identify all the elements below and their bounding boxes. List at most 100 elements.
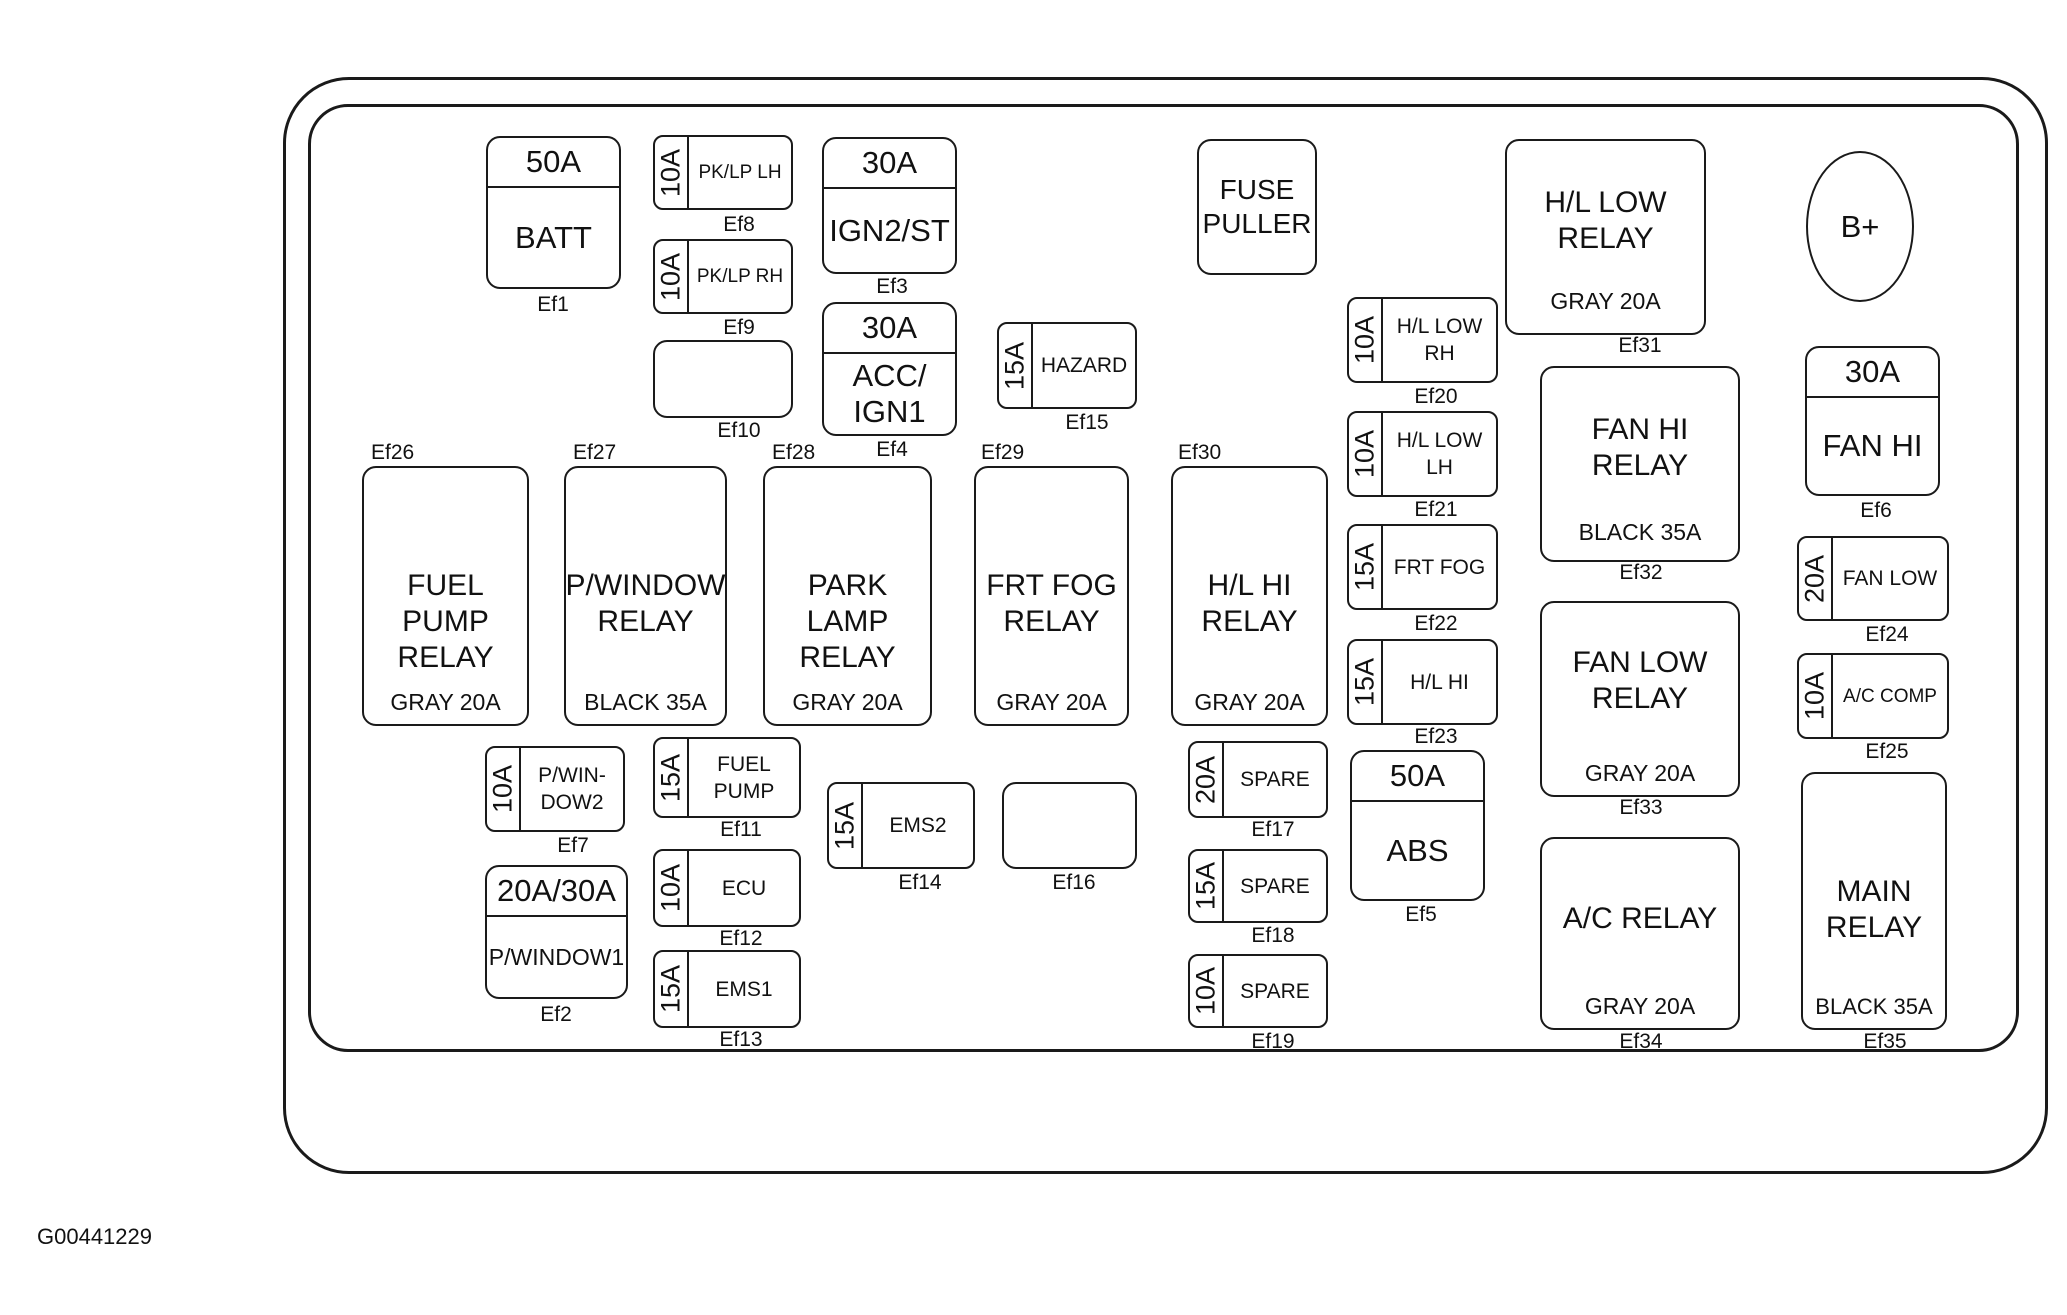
fuse-puller-label: FUSE PULLER — [1202, 174, 1312, 239]
fuse-amperage: 15A — [999, 341, 1030, 390]
fuse-pk-lp-rh: 10A PK/LP RH — [653, 239, 793, 314]
relay-id: Ef33 — [1619, 796, 1663, 819]
fuse-id: Ef19 — [1251, 1030, 1295, 1053]
diagram-id: G00441229 — [37, 1224, 152, 1249]
battery-terminal: B+ — [1806, 151, 1914, 302]
fuse-fan-hi: 30A FAN HI — [1805, 346, 1940, 496]
relay-id: Ef30 — [1178, 441, 1222, 464]
fuse-puller: FUSE PULLER — [1197, 139, 1317, 275]
fuse-id: Ef2 — [540, 1003, 572, 1026]
fuse-hl-hi: 15A H/L HI — [1347, 639, 1498, 725]
fuse-amperage: 15A — [655, 964, 686, 1014]
fuse-amperage: 10A — [1190, 966, 1221, 1016]
fuse-name: PK/LP LH — [698, 162, 782, 183]
fuse-name: H/L LOW LH — [1396, 429, 1483, 479]
fuse-amperage: 30A — [1807, 348, 1938, 398]
fuse-id: Ef7 — [557, 834, 589, 857]
fuse-amperage: 30A — [824, 139, 955, 189]
fuse-fuel-pump: 15A FUEL PUMP — [653, 737, 801, 818]
fuse-amperage: 10A — [487, 764, 518, 814]
fuse-id: Ef14 — [898, 871, 942, 894]
relay-rating: GRAY 20A — [1584, 760, 1696, 786]
fuse-id: Ef18 — [1251, 924, 1295, 947]
fuse-amperage: 10A — [1349, 315, 1380, 365]
relay-id: Ef26 — [371, 441, 415, 464]
relay-name: H/L LOW RELAY — [1544, 186, 1667, 255]
fuse-amperage: 20A — [1799, 554, 1830, 603]
relay-main: MAIN RELAY BLACK 35A — [1801, 772, 1947, 1030]
fuse-id: Ef13 — [719, 1028, 763, 1051]
fuse-name: ABS — [1386, 832, 1449, 868]
fuse-id: Ef21 — [1414, 498, 1458, 521]
fuse-name: IGN2/ST — [829, 212, 950, 248]
fuse-box-panel — [308, 104, 2019, 1052]
fuse-hazard: 15A HAZARD — [997, 322, 1137, 409]
relay-park-lamp: PARK LAMP RELAY GRAY 20A — [763, 466, 932, 726]
relay-rating: BLACK 35A — [1578, 519, 1702, 545]
fuse-id: Ef23 — [1414, 725, 1458, 748]
fuse-name: SPARE — [1240, 768, 1310, 791]
fuse-id: Ef1 — [537, 293, 569, 316]
fuse-name: HAZARD — [1040, 354, 1128, 377]
fuse-ems1: 15A EMS1 — [653, 950, 801, 1028]
fuse-name: H/L HI — [1410, 670, 1469, 694]
fuse-amperage: 10A — [1799, 671, 1830, 721]
relay-hl-hi: H/L HI RELAY GRAY 20A — [1171, 466, 1328, 726]
fuse-name: PK/LP RH — [696, 266, 784, 287]
fuse-spare-10a: 10A SPARE — [1188, 954, 1328, 1028]
relay-name: MAIN RELAY — [1825, 875, 1923, 944]
fuse-ac-comp: 10A A/C COMP — [1797, 653, 1949, 739]
fuse-ign2-st: 30A IGN2/ST — [822, 137, 957, 274]
relay-fan-hi: FAN HI RELAY BLACK 35A — [1540, 366, 1740, 562]
relay-frt-fog: FRT FOG RELAY GRAY 20A — [974, 466, 1129, 726]
fuse-id: Ef4 — [876, 438, 908, 461]
fuse-id: Ef9 — [723, 316, 755, 339]
fuse-amperage: 15A — [655, 753, 686, 802]
fuse-amperage: 15A — [1349, 542, 1380, 592]
relay-rating: GRAY 20A — [1550, 288, 1661, 314]
fuse-slot-empty — [1002, 782, 1137, 869]
fuse-spare-15a: 15A SPARE — [1188, 849, 1328, 923]
relay-name: FAN LOW RELAY — [1572, 646, 1708, 715]
fuse-id: Ef10 — [717, 419, 761, 442]
fuse-name: FAN LOW — [1842, 567, 1938, 590]
fuse-name: P/WINDOW1 — [488, 944, 625, 970]
fuse-id: Ef16 — [1052, 871, 1096, 894]
relay-id: Ef31 — [1618, 334, 1662, 357]
fuse-amperage: 10A — [655, 252, 686, 301]
relay-ac: A/C RELAY GRAY 20A — [1540, 837, 1740, 1030]
relay-fan-low: FAN LOW RELAY GRAY 20A — [1540, 601, 1740, 797]
fuse-box-housing — [283, 77, 2048, 1174]
relay-id: Ef28 — [772, 441, 816, 464]
fuse-amperage: 50A — [1352, 752, 1483, 802]
relay-rating: BLACK 35A — [1815, 994, 1933, 1019]
relay-name: P/WINDOW RELAY — [565, 569, 726, 638]
fuse-ems2: 15A EMS2 — [827, 782, 975, 869]
fuse-spare-20a: 20A SPARE — [1188, 741, 1328, 818]
fuse-id: Ef15 — [1065, 411, 1109, 434]
relay-hl-low: H/L LOW RELAY GRAY 20A — [1505, 139, 1706, 335]
fuse-abs: 50A ABS — [1350, 750, 1485, 901]
fuse-batt: 50A BATT — [486, 136, 621, 289]
fuse-fan-low: 20A FAN LOW — [1797, 536, 1949, 621]
fuse-amperage: 10A — [655, 863, 686, 913]
relay-id: Ef27 — [573, 441, 617, 464]
relay-name: FRT FOG RELAY — [986, 569, 1117, 638]
fuse-frt-fog: 15A FRT FOG — [1347, 524, 1498, 610]
fuse-name: EMS2 — [889, 814, 947, 837]
fuse-hl-low-rh: 10A H/L LOW RH — [1347, 297, 1498, 383]
fuse-name: FUEL PUMP — [713, 752, 775, 803]
fuse-id: Ef6 — [1860, 499, 1892, 522]
relay-name: PARK LAMP RELAY — [799, 569, 896, 674]
fuse-id: Ef25 — [1865, 740, 1909, 763]
fuse-amperage: 15A — [829, 801, 860, 850]
relay-rating: GRAY 20A — [792, 689, 903, 715]
relay-id: Ef32 — [1619, 561, 1663, 584]
fuse-acc-ign1: 30A ACC/ IGN1 — [822, 302, 957, 436]
fuse-amperage: 20A/30A — [487, 867, 626, 917]
fuse-id: Ef5 — [1405, 903, 1437, 926]
relay-id: Ef35 — [1863, 1030, 1907, 1053]
relay-name: H/L HI RELAY — [1201, 569, 1298, 638]
relay-rating: GRAY 20A — [996, 689, 1107, 715]
fuse-id: Ef11 — [720, 818, 762, 841]
